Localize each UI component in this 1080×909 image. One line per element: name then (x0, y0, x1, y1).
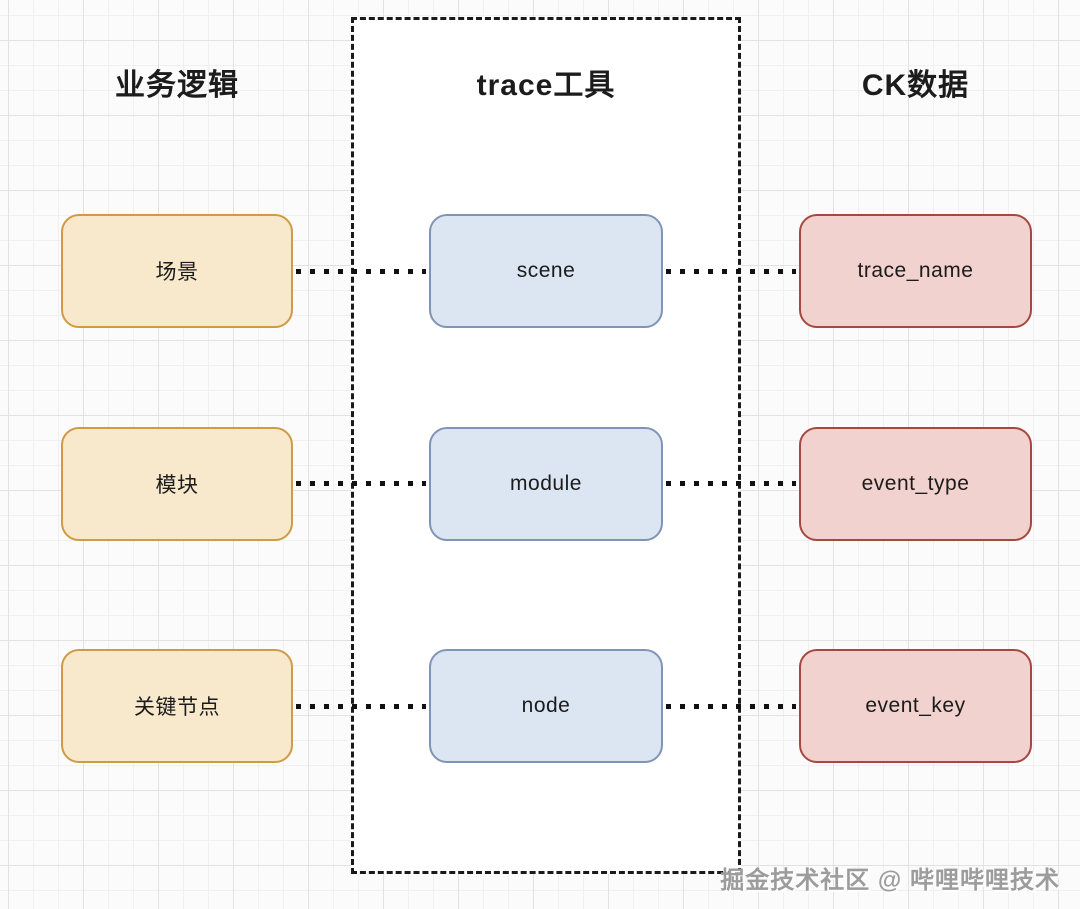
node-trace-scene: scene (429, 214, 663, 328)
node-trace-module: module (429, 427, 663, 541)
node-business-key-node: 关键节点 (61, 649, 293, 763)
node-trace-node: node (429, 649, 663, 763)
dotted-connector-module-right (666, 481, 796, 486)
watermark-text: 掘金技术社区 @ 哔哩哔哩技术 (720, 867, 1060, 894)
dotted-connector-node-left (296, 704, 426, 709)
node-label: 关键节点 (134, 696, 220, 719)
node-business-scene: 场景 (61, 214, 293, 328)
node-ck-event-type: event_type (799, 427, 1032, 541)
node-label: event_key (865, 694, 966, 717)
column-header-ck-data: CK数据 (861, 69, 970, 102)
node-label: scene (516, 259, 576, 282)
node-label: node (521, 694, 571, 717)
column-header-business-logic: 业务逻辑 (115, 69, 239, 102)
dotted-connector-node-right (666, 704, 796, 709)
node-business-module: 模块 (61, 427, 293, 541)
dotted-connector-module-left (296, 481, 426, 486)
node-ck-trace-name: trace_name (799, 214, 1032, 328)
column-header-trace-tool: trace工具 (476, 69, 616, 102)
node-label: module (510, 472, 582, 495)
dotted-connector-scene-right (666, 269, 796, 274)
node-label: trace_name (857, 259, 974, 282)
node-label: 模块 (155, 474, 199, 497)
dotted-connector-scene-left (296, 269, 426, 274)
node-label: 场景 (155, 261, 199, 284)
node-ck-event-key: event_key (799, 649, 1032, 763)
node-label: event_type (861, 472, 970, 495)
